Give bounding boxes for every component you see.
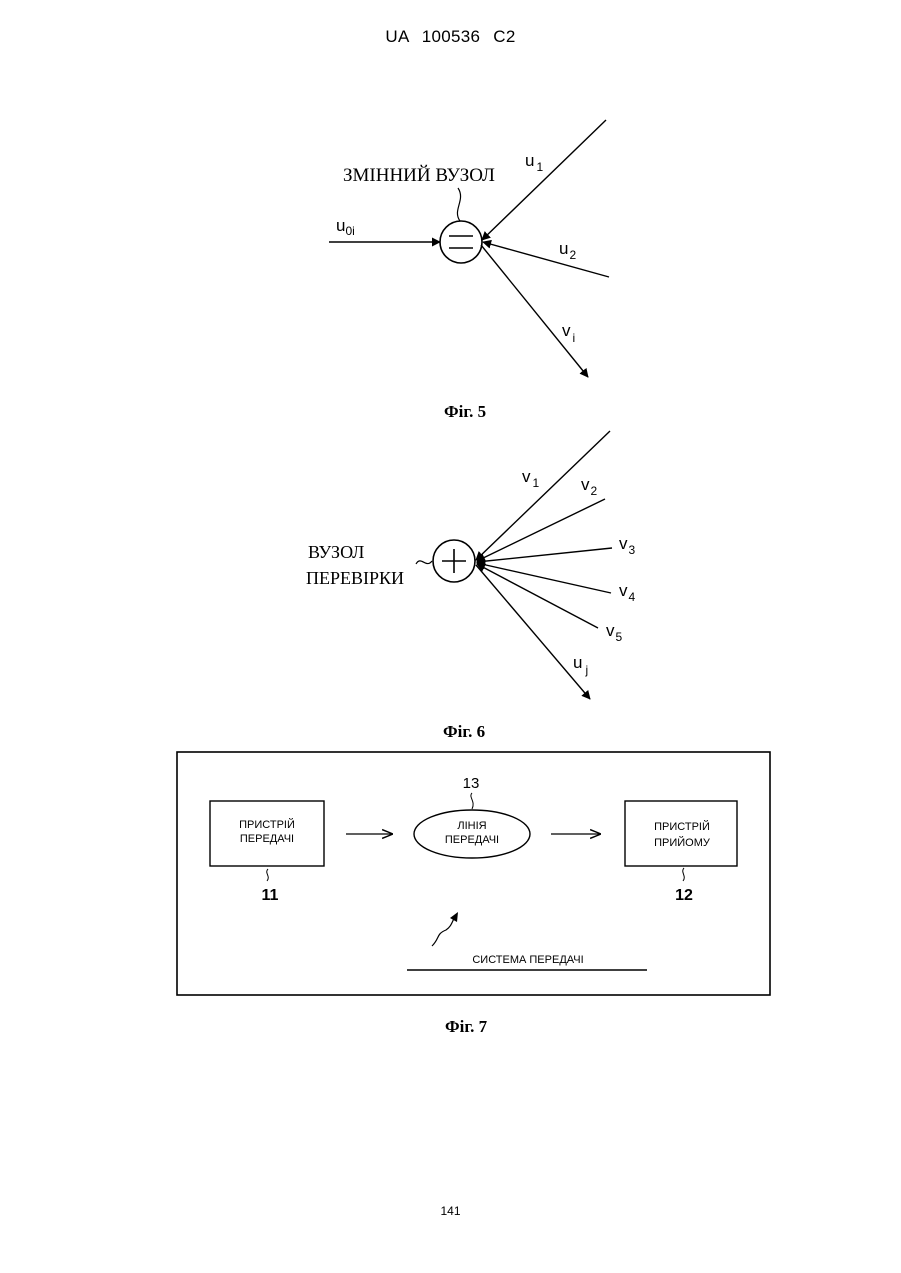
check-node-label-line1: ВУЗОЛ	[308, 542, 364, 562]
receiver-box	[625, 801, 737, 866]
label-u2-sub: 2	[569, 248, 576, 262]
figure-5-caption: Фіг. 5	[444, 402, 486, 421]
label-v5: v5	[606, 621, 623, 644]
check-node-label-line2: ПЕРЕВІРКИ	[306, 568, 404, 588]
figure-6-caption: Фіг. 6	[443, 722, 485, 741]
label-u1: u1	[525, 151, 543, 174]
variable-node-circle	[440, 221, 482, 263]
system-label: СИСТЕМА ПЕРЕДАЧІ	[472, 954, 583, 966]
label-v5-sub: 5	[616, 630, 623, 644]
transmission-line-label-line1: ЛІНІЯ	[457, 820, 486, 832]
variable-node-label: ЗМІННИЙ ВУЗОЛ	[343, 165, 495, 186]
label-v2-base: v	[581, 475, 590, 494]
label-u0i-base: u	[336, 216, 345, 235]
label-v3-sub: 3	[629, 543, 636, 557]
transmission-line-ref-number: 13	[463, 775, 480, 792]
edge-vi	[481, 245, 588, 377]
transmitter-label-line2: ПЕРЕДАЧІ	[240, 833, 294, 845]
figure-7-transmission-system: ПРИСТРІЙ ПЕРЕДАЧІ 11 ЛІНІЯ ПЕРЕДАЧІ 13 П…	[177, 752, 770, 1036]
label-v4-sub: 4	[629, 590, 636, 604]
edge-u1	[482, 120, 606, 240]
transmitter-label-line1: ПРИСТРІЙ	[239, 818, 295, 831]
label-u1-sub: 1	[536, 160, 543, 174]
label-v5-base: v	[606, 621, 615, 640]
receiver-ref-number: 12	[675, 887, 693, 904]
figure-7-caption: Фіг. 7	[445, 1017, 488, 1036]
label-u2: u2	[559, 239, 576, 262]
label-v3: v3	[619, 534, 636, 557]
check-node-label-leader	[416, 561, 432, 564]
label-u2-base: u	[559, 239, 568, 258]
edge-v4	[477, 563, 611, 593]
receiver-label-line1: ПРИСТРІЙ	[654, 820, 710, 833]
transmitter-ref-number: 11	[262, 887, 279, 904]
figure-6-check-node: ВУЗОЛ ПЕРЕВІРКИ v1 v2 v3 v4 v5 uj Фіг. 6	[306, 431, 636, 741]
label-v2: v2	[581, 475, 598, 498]
label-uj-sub: j	[584, 663, 588, 677]
edge-v3	[477, 548, 612, 562]
label-uj: uj	[573, 653, 588, 677]
system-pointer-arrowhead	[450, 912, 458, 922]
label-v4: v4	[619, 581, 636, 604]
label-v1-base: v	[522, 467, 531, 486]
label-v1: v1	[522, 467, 540, 490]
label-u1-base: u	[525, 151, 534, 170]
node-label-leader	[457, 188, 460, 221]
edge-v5	[477, 564, 598, 628]
transmission-line-ref-leader	[471, 793, 473, 809]
transmission-line-label-line2: ПЕРЕДАЧІ	[445, 834, 499, 846]
label-uj-base: u	[573, 653, 582, 672]
label-vi-sub: i	[573, 331, 576, 345]
label-vi: vi	[562, 321, 575, 345]
receiver-label-line2: ПРИЙОМУ	[654, 836, 711, 849]
receiver-ref-leader	[683, 868, 685, 881]
label-v4-base: v	[619, 581, 628, 600]
figure-5-variable-node: ЗМІННИЙ ВУЗОЛ u0i u1 u2 vi Фіг. 5	[329, 120, 609, 421]
system-pointer-arrow	[432, 915, 456, 946]
label-v3-base: v	[619, 534, 628, 553]
label-u0i-sub: 0i	[345, 224, 354, 238]
label-vi-base: v	[562, 321, 571, 340]
label-v2-sub: 2	[591, 484, 598, 498]
page-number: 141	[0, 1204, 901, 1218]
edge-v2	[477, 499, 605, 561]
label-u0i: u0i	[336, 216, 355, 238]
label-v1-sub: 1	[533, 476, 540, 490]
transmitter-ref-leader	[267, 869, 269, 881]
